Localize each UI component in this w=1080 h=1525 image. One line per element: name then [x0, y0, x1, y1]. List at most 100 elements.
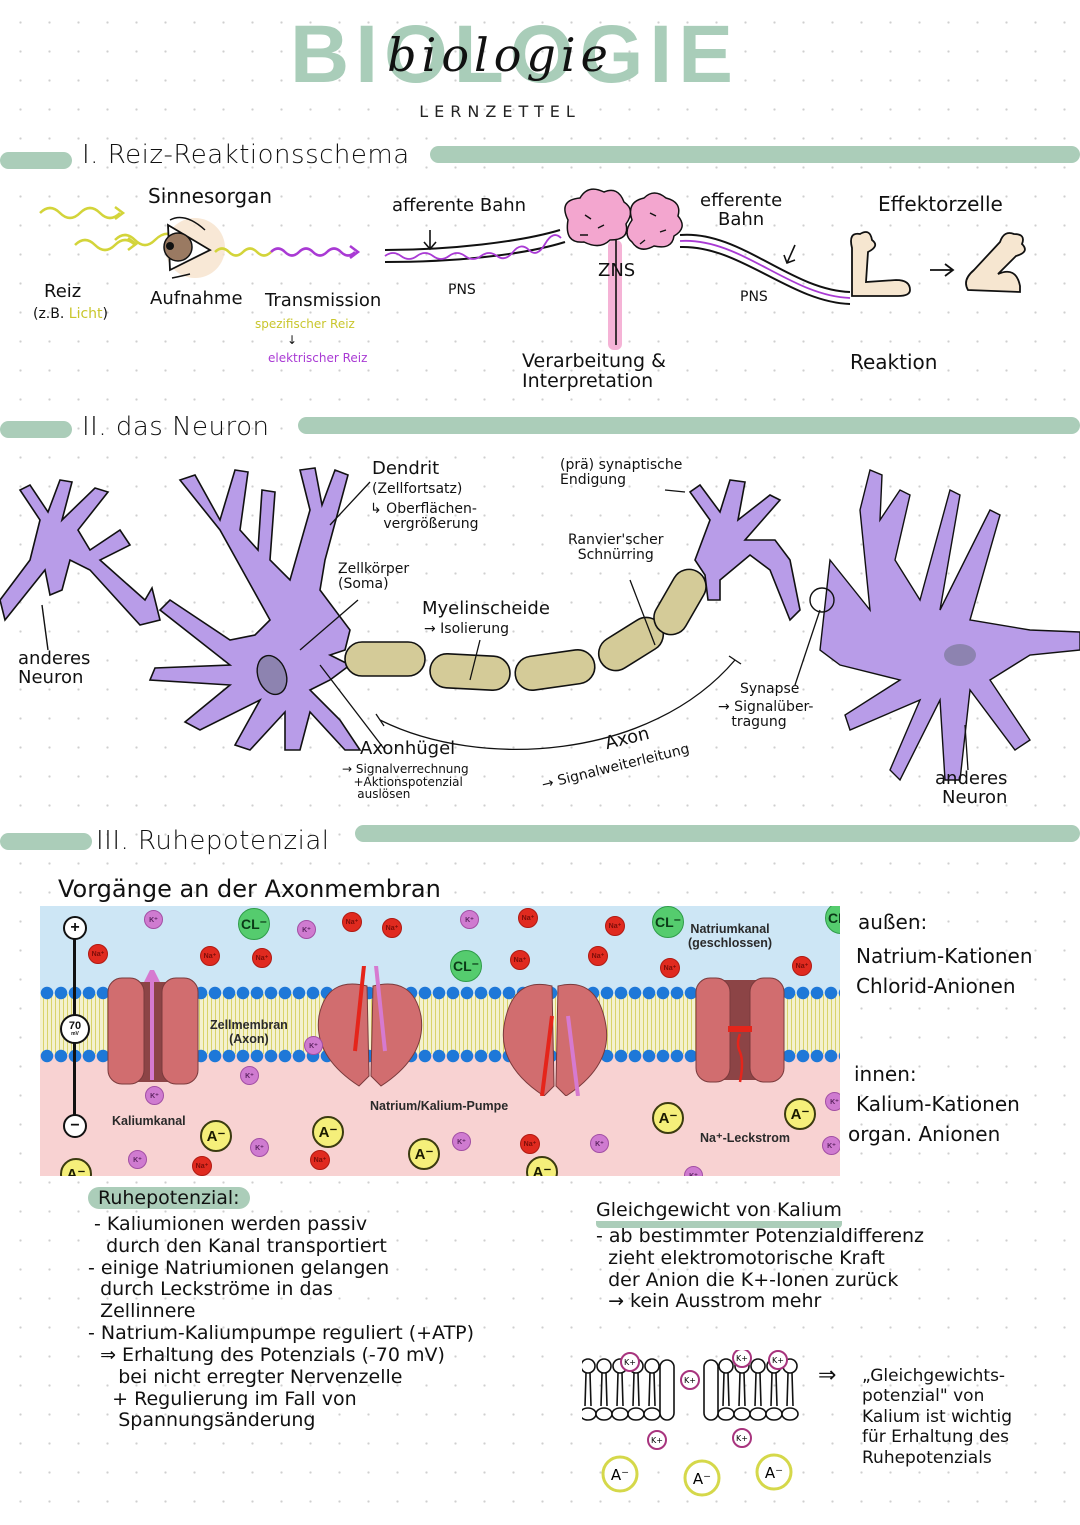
potassium-ion: [647, 1430, 667, 1450]
intracellular-area-lower: [40, 1134, 840, 1176]
lipid-head: [627, 1407, 645, 1421]
label-verarbeitung: Verarbeitung & Interpretation: [522, 350, 666, 392]
potassium-ion: K⁺: [240, 1066, 259, 1085]
anion: A⁻: [408, 1138, 440, 1170]
label-zellkoerper: Zellkörper (Soma): [338, 561, 410, 592]
potassium-ion: K⁺: [297, 920, 316, 939]
light-waves-icon: [39, 206, 176, 252]
lipid-head: [643, 1407, 661, 1421]
natriumkanal-protein: [695, 977, 785, 1083]
channel-right: [703, 1359, 719, 1421]
lipid-head: [765, 1407, 783, 1421]
label-natriumkanal: Natriumkanal (geschlossen): [688, 922, 773, 951]
neuron-diagram: [0, 467, 1080, 782]
outside-item-1: Chlorid-Anionen: [856, 974, 1016, 998]
natrium-kalium-pumpe-protein: [317, 966, 423, 1087]
label-effektorzelle: Effektorzelle: [878, 192, 1003, 216]
rp-line: bei nicht erregter Nervenzelle: [88, 1365, 403, 1388]
anion: A⁻: [312, 1116, 344, 1148]
potassium-ion: [732, 1350, 752, 1368]
rp-line: Spannungsänderung: [88, 1409, 316, 1432]
lipid-head: [733, 1407, 751, 1421]
reaction-arrow: [930, 263, 955, 277]
potassium-ion: K⁺: [144, 910, 163, 929]
transform-arrow: ↓: [287, 333, 298, 347]
label-afferente-bahn: afferente Bahn: [392, 195, 527, 216]
kalium-equilibrium-diagram: K+K+K+K+K+K+A⁻A⁻A⁻: [582, 1350, 799, 1497]
section3-subheading: Vorgänge an der Axonmembran: [58, 875, 441, 903]
potassium-ion: K⁺: [452, 1132, 471, 1151]
label-aufnahme: Aufnahme: [150, 288, 243, 309]
minus-pole-icon: −: [63, 1114, 87, 1138]
conclusion-arrow: ⇒: [818, 1363, 837, 1388]
section1-band-right: [430, 146, 1080, 163]
pointer-other-left: [41, 604, 49, 651]
anion-label: A⁻: [611, 1466, 629, 1484]
rp-line: durch den Kanal transportiert: [88, 1234, 387, 1257]
section3-band-left: [0, 833, 92, 850]
nucleus: [256, 654, 288, 696]
voltage-unit: mV: [71, 1030, 79, 1037]
rp-line: - Natrium-Kaliumpumpe reguliert (+ATP): [88, 1322, 475, 1345]
label-pns-right: PNS: [740, 289, 768, 305]
axon-terminal: [688, 479, 801, 622]
anion: [755, 1453, 793, 1491]
anion: A⁻: [200, 1120, 232, 1152]
sodium-ion: Na⁺: [518, 908, 538, 928]
phosphate-heads-top: [40, 986, 840, 1000]
sodium-ion: Na⁺: [192, 1156, 212, 1176]
label-synapse-fn: → Signalüber- tragung: [718, 699, 814, 730]
label-axonhuegel: Axonhügel: [360, 738, 456, 759]
potassium-ion-label: K+: [736, 1354, 748, 1363]
axon-membrane-figure: + 70 mV − K⁺CL⁻K⁺Na⁺Na⁺K⁺Na⁺Na⁺CL⁻CL⁻Na⁺…: [40, 906, 840, 1176]
anion: [683, 1459, 721, 1497]
label-axonhuegel-fn: → Signalverrechnung +Aktionspotenzial au…: [342, 762, 469, 802]
section3-heading: III. Ruhepotenzial: [96, 826, 330, 856]
sodium-ion: Na⁺: [510, 950, 530, 970]
lipid-head: [781, 1407, 799, 1421]
potassium-ion: K⁺: [304, 1036, 323, 1055]
inside-title: innen:: [854, 1062, 917, 1086]
arm-relaxed-icon: [850, 231, 911, 297]
label-kaliumkanal: Kaliumkanal: [112, 1114, 186, 1128]
section2-band-right: [298, 417, 1080, 434]
gleichgewicht-title: Gleichgewicht von Kalium: [596, 1199, 842, 1228]
potassium-ion: K⁺: [460, 910, 479, 929]
rp-line: - Kaliumionen werden passiv: [88, 1212, 368, 1235]
potassium-ion: [620, 1352, 640, 1372]
label-reiz-example: (z.B. Licht): [33, 307, 108, 322]
afferent-nerve: [384, 229, 566, 263]
rp-line: + Regulierung im Fall von: [88, 1387, 357, 1410]
ruhepotenzial-notes: Ruhepotenzial: - Kaliumionen werden pass…: [88, 1187, 475, 1432]
gleichgewicht-conclusion: „Gleichgewichts- potenzial" von Kalium i…: [862, 1366, 1013, 1468]
potassium-ion-label: K+: [684, 1376, 696, 1385]
label-synapse: Synapse: [740, 681, 800, 697]
voltage-value: 70: [68, 1019, 82, 1032]
rp-line: - einige Natriumionen gelangen: [88, 1256, 390, 1279]
gleichgewicht-notes: Gleichgewicht von Kalium - ab bestimmter…: [596, 1199, 924, 1313]
rp-line: durch Leckströme in das: [88, 1278, 334, 1301]
other-neuron-right: [819, 469, 1080, 782]
anion: A⁻: [526, 1156, 558, 1176]
sodium-ion: Na⁺: [792, 956, 812, 976]
brain-icon: [564, 188, 683, 350]
chloride-ion: CL⁻: [825, 906, 840, 934]
potassium-ion: K⁺: [128, 1150, 147, 1169]
label-transmission: Transmission: [265, 290, 382, 311]
label-leckstrom: Na⁺-Leckstrom: [700, 1131, 790, 1145]
sodium-ion: Na⁺: [660, 958, 680, 978]
lipid-head: [582, 1407, 597, 1421]
potassium-ion-label: K+: [624, 1358, 636, 1367]
potassium-ion-label: K+: [772, 1356, 784, 1365]
label-elektrischer-reiz: elektrischer Reiz: [268, 351, 368, 365]
sodium-ion: Na⁺: [588, 946, 608, 966]
outside-item-0: Natrium-Kationen: [856, 944, 1033, 968]
reiz-example-prefix: (z.B.: [33, 306, 69, 322]
label-reaktion: Reaktion: [850, 350, 938, 374]
potassium-ion: K⁺: [250, 1138, 269, 1157]
other-neuron-left: [0, 479, 161, 626]
reiz-example-licht: Licht: [68, 306, 103, 322]
signal-wave: [270, 247, 356, 257]
label-efferente-bahn: efferente Bahn: [700, 190, 783, 230]
gleichgewicht-lines: - ab bestimmter Potenzialdifferenz zieht…: [596, 1225, 924, 1313]
